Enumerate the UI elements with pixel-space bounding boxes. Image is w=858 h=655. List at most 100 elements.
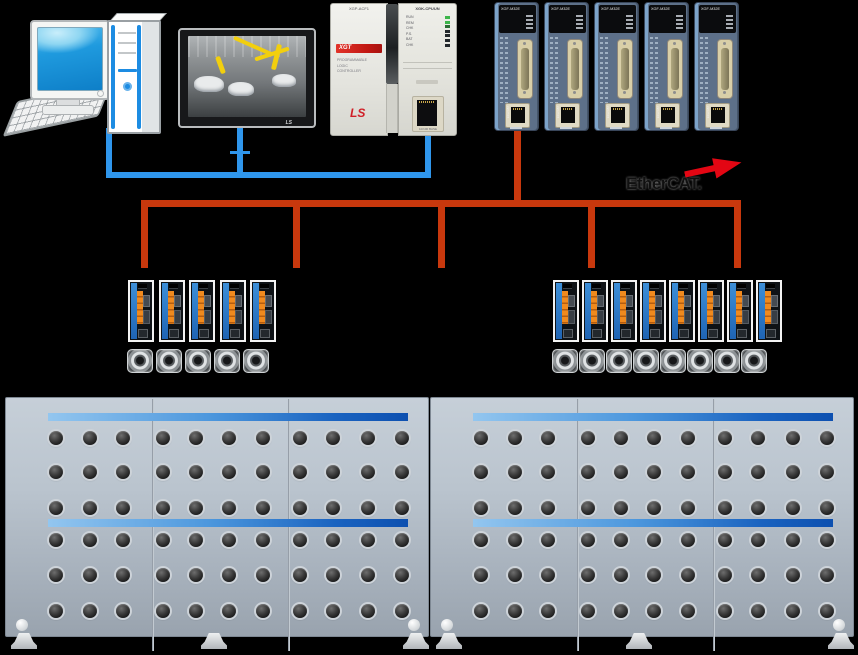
machine-knob xyxy=(508,568,522,582)
servo-drive xyxy=(756,280,782,342)
drive-front-cover xyxy=(730,283,736,339)
drive-power-terminals xyxy=(765,291,771,324)
module-bottom-label xyxy=(510,127,522,129)
drive-connector xyxy=(650,329,660,338)
terminal-strip xyxy=(505,37,508,103)
machine-knob xyxy=(718,465,732,479)
terminal-strip xyxy=(605,37,608,103)
module-led-slits xyxy=(676,15,683,31)
servo-drive xyxy=(250,280,276,342)
rj45-port xyxy=(561,107,575,123)
machine-knob xyxy=(189,533,203,547)
machine-knob xyxy=(718,501,732,515)
machine-knob xyxy=(222,568,236,582)
machine-knob xyxy=(474,604,488,618)
drive-connector xyxy=(173,295,181,307)
dsub-connector xyxy=(717,39,733,99)
drive-power-terminals xyxy=(167,291,174,324)
monitor-base xyxy=(42,105,94,115)
machine-knob xyxy=(541,604,555,618)
cpu-model-label: XGK-CPUUN xyxy=(415,6,440,11)
machine-knob xyxy=(581,568,595,582)
module-led-slits xyxy=(726,15,733,31)
accent-bar xyxy=(48,413,408,421)
cpu-status-leds xyxy=(445,16,450,48)
drive-connector xyxy=(626,310,633,324)
machine-knob xyxy=(156,465,170,479)
rj45-port xyxy=(711,107,725,123)
servo-drive xyxy=(128,280,154,342)
ethercat-port: EtherCAT xyxy=(655,103,680,128)
servo-drive-group-left xyxy=(128,280,276,342)
drive-front-cover xyxy=(161,283,168,339)
machine-knob xyxy=(222,465,236,479)
port-label: EtherCAT xyxy=(706,106,710,119)
machine-knob xyxy=(508,604,522,618)
drive-display xyxy=(229,284,239,289)
machine-knob xyxy=(49,568,63,582)
machine-knob xyxy=(718,568,732,582)
drive-power-terminals xyxy=(678,291,684,324)
drive-power-terminals xyxy=(591,291,597,324)
hmi-panel: LS xyxy=(178,28,316,128)
drive-front-cover xyxy=(253,283,259,339)
machine-knob xyxy=(820,501,834,515)
servo-drive xyxy=(189,280,215,342)
machine-knob xyxy=(49,533,63,547)
servo-motor-group-right xyxy=(552,349,767,373)
drive-front-cover xyxy=(614,283,620,339)
machine-knob xyxy=(474,568,488,582)
machine-knob xyxy=(83,501,97,515)
machine-knob xyxy=(222,431,236,445)
drive-connector xyxy=(621,329,631,338)
machine-knob xyxy=(395,501,409,515)
drive-power-terminals xyxy=(228,291,235,324)
terminal-strip xyxy=(550,37,553,103)
module-led-slits xyxy=(526,15,533,31)
machine-knob xyxy=(508,465,522,479)
drive-front-cover xyxy=(131,283,137,339)
machine-knob xyxy=(256,533,270,547)
machine-knob xyxy=(83,604,97,618)
drive-connector xyxy=(168,329,179,338)
ethercat-port: EtherCAT xyxy=(555,103,580,128)
ethercat-bus xyxy=(141,200,741,207)
machine-knob xyxy=(189,501,203,515)
terminal-strip xyxy=(705,37,708,103)
machine-knob xyxy=(541,533,555,547)
car-body xyxy=(272,74,296,87)
dsub-connector xyxy=(617,39,633,99)
port-label: EtherCAT xyxy=(606,106,610,119)
drive-connector xyxy=(771,310,778,324)
machine-knob xyxy=(614,568,628,582)
module-led-slits xyxy=(626,15,633,31)
machine-knob xyxy=(681,465,695,479)
drive-connector xyxy=(138,329,148,338)
machine-knob xyxy=(474,431,488,445)
dsub-connector xyxy=(567,39,583,99)
ethercat-port: EtherCAT xyxy=(605,103,630,128)
machine-knob xyxy=(681,501,695,515)
plc-module-slot-lower xyxy=(386,84,398,133)
machine-knob xyxy=(508,501,522,515)
ethercat-drop-4 xyxy=(588,204,595,268)
machine-knob xyxy=(474,501,488,515)
ethercat-drop-1 xyxy=(141,204,148,268)
machine-knob xyxy=(581,501,595,515)
servo-motor xyxy=(714,349,740,373)
port-label: EtherCAT xyxy=(656,106,660,119)
machine-knob xyxy=(156,604,170,618)
module-model-label: XGF-M32E xyxy=(501,7,520,11)
plc-unit: XGP-ACF1 XGT PROGRAMMABLE LOGIC CONTROLL… xyxy=(330,3,457,136)
xgt-banner: XGT xyxy=(336,44,382,53)
drive-power-terminals xyxy=(198,291,204,324)
machine-knob xyxy=(49,465,63,479)
terminal-strip xyxy=(555,37,558,103)
machine-knob xyxy=(156,431,170,445)
module-bottom-label xyxy=(660,127,672,129)
machine-knob xyxy=(541,568,555,582)
machine-knob xyxy=(647,604,661,618)
machine-knob xyxy=(395,431,409,445)
servo-motor xyxy=(660,349,686,373)
